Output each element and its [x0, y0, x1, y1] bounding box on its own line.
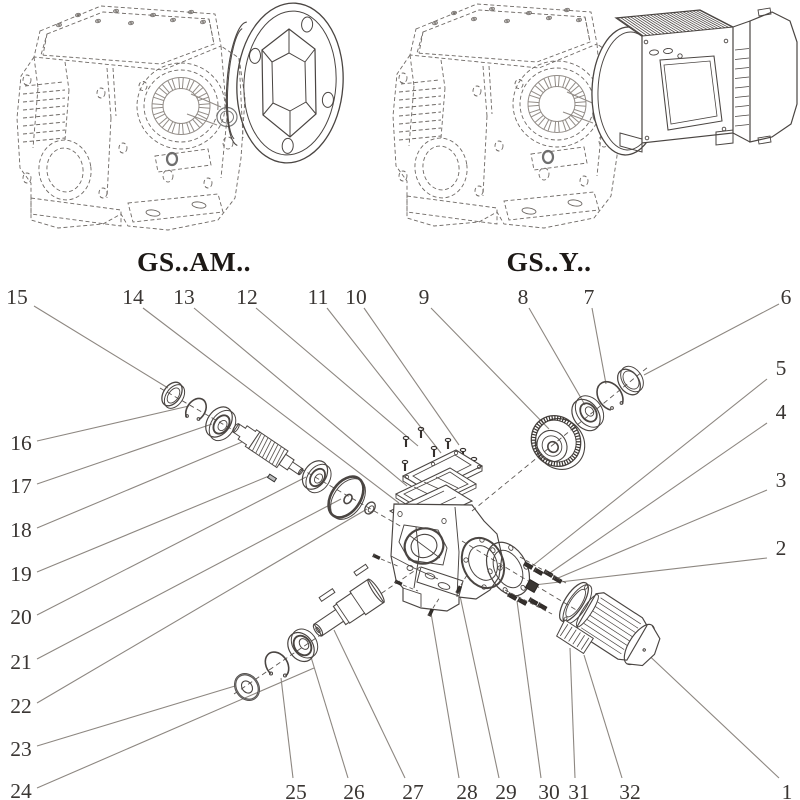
- svg-text:28: 28: [456, 780, 478, 800]
- svg-text:10: 10: [345, 285, 367, 309]
- svg-text:7: 7: [584, 285, 595, 309]
- svg-text:32: 32: [619, 780, 641, 800]
- svg-text:20: 20: [10, 605, 32, 629]
- svg-text:22: 22: [10, 694, 32, 718]
- svg-text:27: 27: [402, 780, 424, 800]
- svg-text:11: 11: [308, 285, 329, 309]
- svg-text:29: 29: [495, 780, 517, 800]
- svg-text:19: 19: [10, 562, 32, 586]
- svg-text:25: 25: [285, 780, 307, 800]
- svg-text:1: 1: [782, 780, 793, 800]
- svg-text:2: 2: [776, 536, 787, 560]
- svg-text:30: 30: [538, 780, 560, 800]
- svg-text:15: 15: [6, 285, 28, 309]
- svg-text:GS..AM..: GS..AM..: [137, 246, 251, 277]
- svg-text:3: 3: [776, 468, 787, 492]
- svg-text:26: 26: [343, 780, 365, 800]
- svg-text:GS..Y..: GS..Y..: [506, 246, 591, 277]
- svg-text:31: 31: [568, 780, 590, 800]
- svg-text:8: 8: [518, 285, 529, 309]
- svg-text:17: 17: [10, 474, 32, 498]
- svg-text:9: 9: [419, 285, 430, 309]
- svg-text:18: 18: [10, 518, 32, 542]
- svg-text:23: 23: [10, 737, 32, 761]
- svg-text:24: 24: [10, 779, 32, 800]
- svg-text:5: 5: [776, 356, 787, 380]
- svg-text:21: 21: [10, 650, 32, 674]
- svg-text:6: 6: [781, 285, 792, 309]
- svg-text:14: 14: [122, 285, 144, 309]
- svg-text:12: 12: [236, 285, 258, 309]
- svg-text:16: 16: [10, 431, 32, 455]
- svg-text:13: 13: [173, 285, 195, 309]
- svg-text:4: 4: [776, 400, 787, 424]
